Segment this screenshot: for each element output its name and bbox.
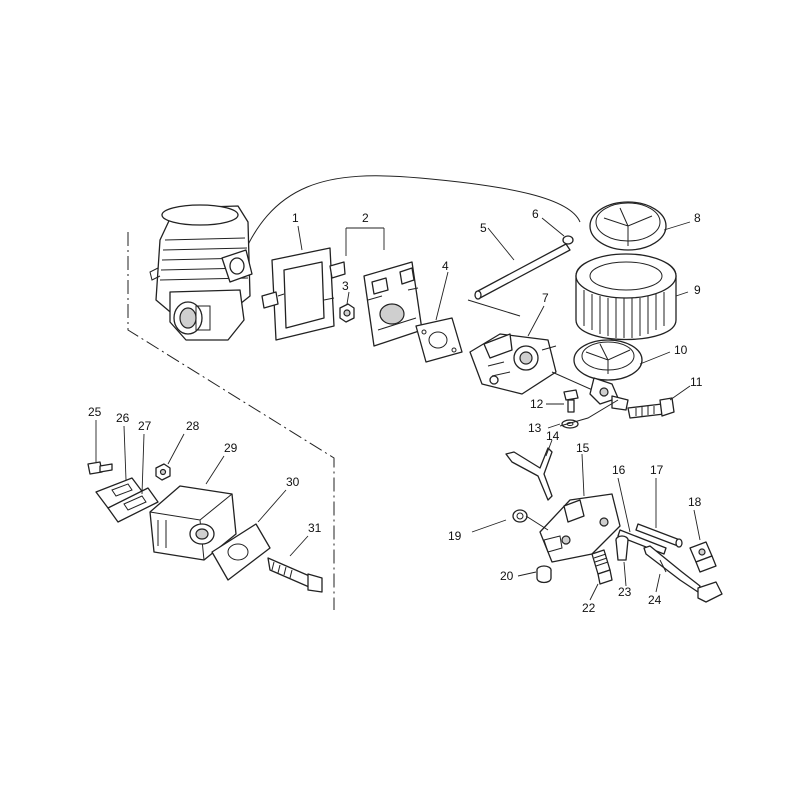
spacer-rod (617, 529, 667, 555)
callout-31: 31 (308, 521, 322, 535)
callout-10: 10 (674, 343, 688, 357)
callout-numbers: 1 2 3 4 5 6 7 8 9 10 11 12 13 14 15 16 1… (88, 207, 703, 615)
throttle-rod (505, 447, 553, 501)
choke-knob (591, 549, 613, 585)
callout-8: 8 (694, 211, 701, 225)
muffler-nut (155, 463, 171, 481)
throttle-lever (643, 545, 723, 603)
choke-rod (474, 243, 571, 300)
connector-line (559, 399, 619, 427)
callout-17: 17 (650, 463, 664, 477)
callout-28: 28 (186, 419, 200, 433)
callout-13: 13 (528, 421, 542, 435)
air-filter-element (575, 253, 677, 341)
insulator-plate (363, 261, 423, 347)
callout-18: 18 (688, 495, 702, 509)
stop-switch (689, 541, 717, 573)
muffler-gasket (107, 487, 159, 523)
heat-shield (211, 523, 271, 581)
callout-5: 5 (480, 221, 487, 235)
callout-2: 2 (362, 211, 369, 225)
callout-15: 15 (576, 441, 590, 455)
callout-29: 29 (224, 441, 238, 455)
callout-20: 20 (500, 569, 514, 583)
callout-24: 24 (648, 593, 662, 607)
carburetor (469, 333, 607, 397)
callout-12: 12 (530, 397, 544, 411)
leader-lines (95, 217, 701, 601)
callout-25: 25 (88, 405, 102, 419)
gasket-frame (261, 247, 346, 341)
callout-1: 1 (292, 211, 299, 225)
filter-base (573, 339, 643, 411)
callout-30: 30 (286, 475, 300, 489)
callout-14: 14 (546, 429, 560, 443)
linkage-line (467, 299, 521, 317)
bushing (536, 565, 552, 584)
nut (339, 303, 355, 323)
pivot-pin (615, 535, 629, 561)
carburetor-gasket (415, 317, 463, 363)
callout-6: 6 (532, 207, 539, 221)
callout-19: 19 (448, 529, 462, 543)
callout-3: 3 (342, 279, 349, 293)
pin-rod (635, 523, 683, 548)
callout-26: 26 (116, 411, 130, 425)
callout-23: 23 (618, 585, 632, 599)
cylinder-assembly (149, 204, 253, 341)
throttle-spring (512, 509, 549, 531)
throttle-bracket (539, 493, 621, 563)
callout-22: 22 (582, 601, 596, 615)
alignment-line (127, 232, 335, 610)
callout-16: 16 (612, 463, 626, 477)
callout-7: 7 (542, 291, 549, 305)
bolt (627, 397, 675, 419)
muffler-screw (87, 461, 113, 475)
fuel-line-ring (562, 235, 574, 245)
callout-27: 27 (138, 419, 152, 433)
screw (563, 389, 579, 413)
muffler (149, 485, 237, 561)
callout-9: 9 (694, 283, 701, 297)
fuel-line-arc (237, 175, 581, 269)
callout-11: 11 (690, 375, 703, 389)
muffler-bolt (267, 557, 323, 593)
callout-4: 4 (442, 259, 449, 273)
air-filter-cover (589, 201, 667, 251)
